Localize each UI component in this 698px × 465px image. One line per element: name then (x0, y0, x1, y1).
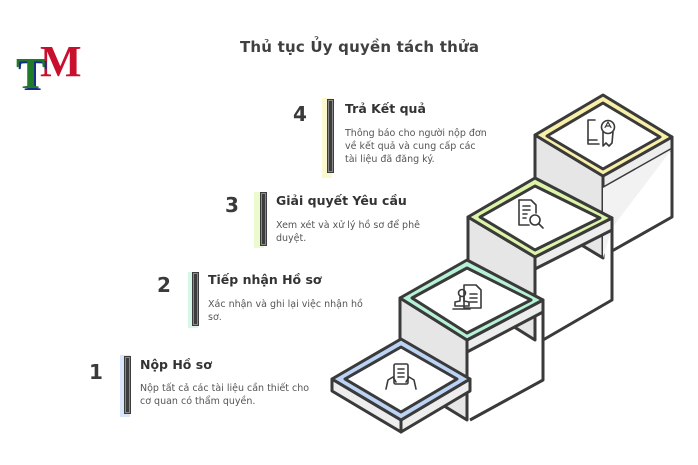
step-3-number: 3 (225, 193, 239, 217)
step-1-bar (124, 356, 131, 414)
logo-letter-t: T (16, 49, 46, 98)
certificate-award-icon (587, 119, 616, 147)
step-4-heading: Trả Kết quả (345, 101, 426, 116)
step-2-bar (192, 272, 199, 326)
step-2-number: 2 (157, 273, 171, 297)
tm-logo: M T (14, 40, 94, 100)
step-1-heading: Nộp Hồ sơ (140, 357, 212, 372)
step-3-glow (254, 192, 264, 248)
step-2-platform (398, 258, 545, 342)
step-2-heading: Tiếp nhận Hồ sơ (208, 272, 322, 287)
step-4-bar (327, 99, 334, 173)
step-4-number: 4 (293, 102, 307, 126)
step-3-description: Xem xét và xử lý hồ sơ để phê duyệt. (276, 220, 420, 244)
step-1-number: 1 (89, 360, 103, 384)
step-3-bar (260, 192, 267, 246)
stamp-document-icon (452, 284, 482, 310)
step-4-description: Thông báo cho người nộp đơn về kết quả v… (345, 128, 487, 165)
step-2-description: Xác nhận và ghi lại việc nhận hồ sơ. (208, 299, 363, 323)
step-1-description: Nộp tất cả các tài liệu cần thiết cho cơ… (140, 383, 310, 407)
diagram-title: Thủ tục Ủy quyền tách thửa (240, 38, 480, 56)
hands-holding-document-icon (385, 363, 417, 390)
step-1-platform (330, 337, 472, 422)
step-3-heading: Giải quyết Yêu cầu (276, 193, 407, 208)
document-search-icon (518, 199, 544, 229)
logo-letter-m: M (40, 37, 82, 86)
